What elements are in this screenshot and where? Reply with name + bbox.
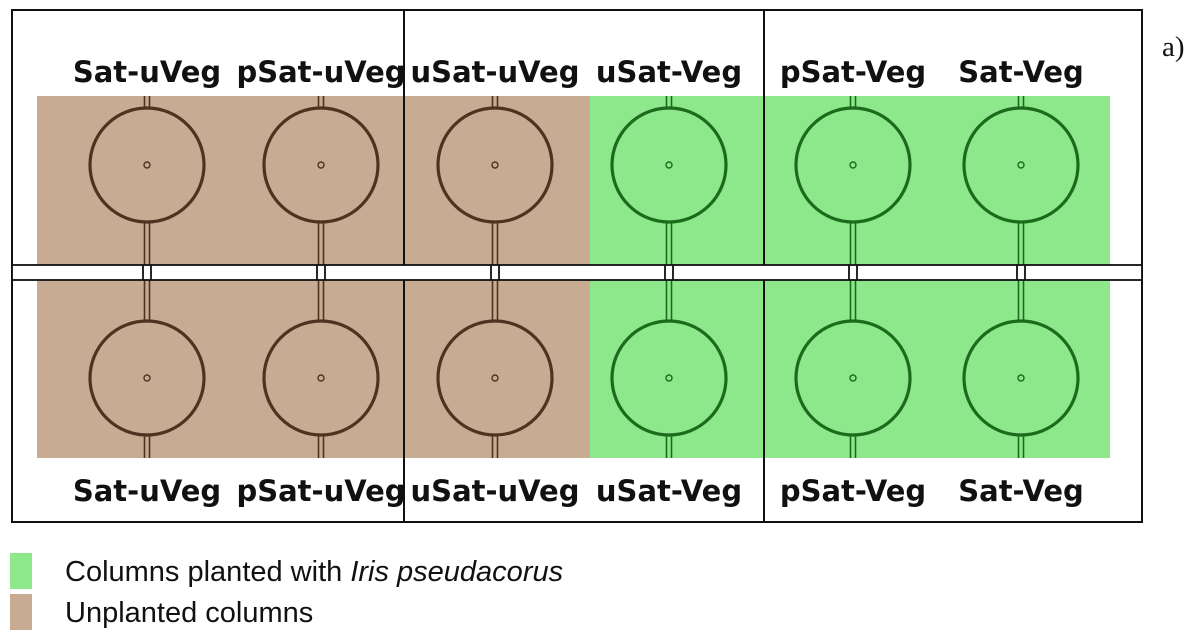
column-6-top-circle (962, 106, 1080, 224)
column-1-bottom-hub (143, 374, 151, 382)
planted-legend-label: Columns planted with Iris pseudacorus (65, 556, 563, 589)
column-1-top-label: Sat-uVeg (73, 55, 221, 89)
column-3-bottom-circle (436, 319, 554, 437)
column-labels: Sat-uVegSat-uVegpSat-uVegpSat-uVeguSat-u… (73, 55, 1084, 508)
column-4-top-circle (610, 106, 728, 224)
legend-item-planted: Columns planted with Iris pseudacorus (10, 553, 610, 593)
column-3-top-label: uSat-uVeg (411, 55, 580, 89)
column-1-top-circle (88, 106, 206, 224)
column-3-top-circle (436, 106, 554, 224)
column-5-bottom-hub (849, 374, 857, 382)
column-3-top-hub (491, 161, 499, 169)
column-3-bottom-hub (491, 374, 499, 382)
column-4-bottom-circle (610, 319, 728, 437)
column-1-bottom-label: Sat-uVeg (73, 474, 221, 508)
column-6-top-hub (1017, 161, 1025, 169)
unplanted-swatch (10, 594, 32, 630)
column-5-top-label: pSat-Veg (780, 55, 926, 89)
stems (143, 96, 1025, 458)
column-5-top-circle (794, 106, 912, 224)
column-4-bottom-label: uSat-Veg (596, 474, 742, 508)
column-5-bottom-label: pSat-Veg (780, 474, 926, 508)
column-5-bottom-circle (794, 319, 912, 437)
column-1-bottom-circle (88, 319, 206, 437)
column-4-top-hub (665, 161, 673, 169)
columns (88, 106, 1080, 437)
column-6-bottom-circle (962, 319, 1080, 437)
column-3-bottom-label: uSat-uVeg (411, 474, 580, 508)
column-2-top-label: pSat-uVeg (236, 55, 405, 89)
column-layout-diagram: Sat-uVegSat-uVegpSat-uVegpSat-uVeguSat-u… (11, 9, 1185, 523)
column-2-top-hub (317, 161, 325, 169)
column-5-top-hub (849, 161, 857, 169)
column-4-top-label: uSat-Veg (596, 55, 742, 89)
legend-item-unplanted: Unplanted columns (10, 594, 610, 634)
unplanted-legend-label: Unplanted columns (65, 597, 314, 629)
header-pipe (11, 264, 1143, 281)
planted-legend-prefix: Columns planted with (65, 556, 351, 588)
column-2-bottom-hub (317, 374, 325, 382)
column-4-bottom-hub (665, 374, 673, 382)
column-2-bottom-circle (262, 319, 380, 437)
panel-label: a) (1162, 31, 1185, 63)
column-6-bottom-label: Sat-Veg (958, 474, 1084, 508)
column-1-top-hub (143, 161, 151, 169)
planted-swatch (10, 553, 32, 589)
column-2-bottom-label: pSat-uVeg (236, 474, 405, 508)
column-6-top-label: Sat-Veg (958, 55, 1084, 89)
header-pipe-body (11, 264, 1143, 281)
column-6-bottom-hub (1017, 374, 1025, 382)
planted-legend-species: Iris pseudacorus (350, 556, 564, 588)
column-2-top-circle (262, 106, 380, 224)
